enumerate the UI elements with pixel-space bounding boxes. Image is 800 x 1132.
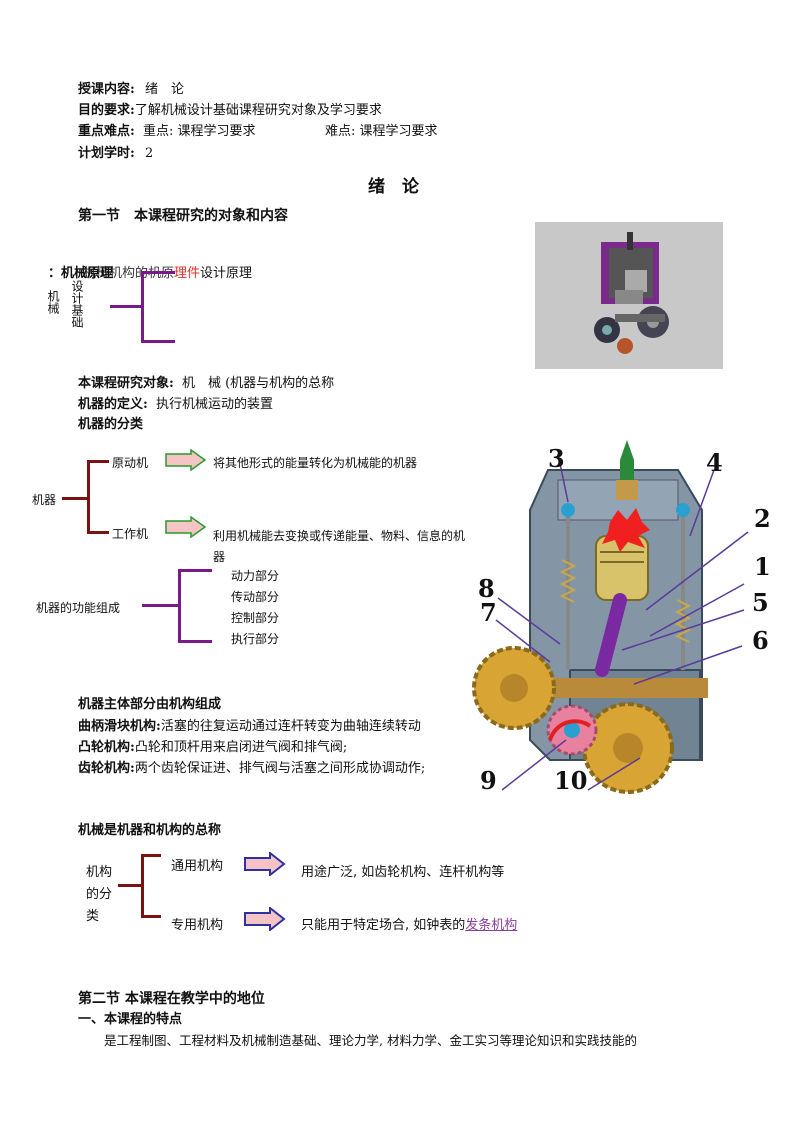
mech-bracket-top <box>141 854 161 857</box>
part-power: 动力部分 <box>231 569 280 583</box>
engine-label-3: 3 <box>548 444 565 473</box>
mechanism-label: 凸轮机构: <box>78 740 135 755</box>
bracket-top <box>141 271 175 274</box>
machine-def-row: 机器的定义: 执行机械运动的装置 <box>78 393 273 412</box>
mech-root-line-2: 的分 <box>86 887 113 902</box>
summary-line: 机械是机器和机构的总称 <box>78 823 222 838</box>
machine-def-label: 机器的定义: <box>78 397 148 412</box>
mechanism-text: 两个齿轮保证进、排气阀与活塞之间形成协调动作; <box>134 761 426 776</box>
goal-value: 了解机械设计基础课程研究对象及学习要求 <box>134 103 382 118</box>
mech-class-root: 机构 的分 类 <box>86 862 112 928</box>
engine-cutaway-image <box>535 222 723 369</box>
engine-label-8: 8 <box>478 574 495 603</box>
object-label: 本课程研究对象: <box>78 376 174 391</box>
hours-value: 2 <box>144 146 154 161</box>
garbled-suffix: 设计原理 <box>200 266 253 281</box>
mech-root-line-1: 机构 <box>86 865 113 880</box>
mechanism-row-cam: 凸轮机构:凸轮和顶杆用来启闭进气阀和排气阀; <box>78 736 347 755</box>
section1-heading: 第一节 本课程研究的对象和内容 <box>78 208 288 224</box>
bracket-stem <box>110 305 142 308</box>
garbled-line: ：机械原理机械机构的机原理件设计原理 <box>48 262 252 281</box>
machine-class-label: 机器的分类 <box>78 417 144 432</box>
content-value: 绪 论 <box>144 82 184 97</box>
header-goal-row: 目的要求:了解机械设计基础课程研究对象及学习要求 <box>78 99 382 118</box>
parts-bracket-stem <box>142 604 180 607</box>
bracket-bottom <box>141 340 175 343</box>
mechanism-text: 凸轮和顶杆用来启闭进气阀和排气阀; <box>134 740 348 755</box>
arrow-right-icon <box>165 449 207 471</box>
machine-def-value: 执行机械运动的装置 <box>155 397 273 412</box>
prime-mover-name: 原动机 <box>112 456 149 470</box>
section2-sub: 一、本课程的特点 <box>78 1012 183 1027</box>
engine-label-2: 2 <box>754 504 771 533</box>
left-vertical-mechanical: 机械 <box>46 290 60 314</box>
engine-label-4: 4 <box>706 448 723 477</box>
engine-label-5: 5 <box>752 588 769 617</box>
mech-root-line-3: 类 <box>86 909 100 924</box>
parts-bracket-top <box>178 569 212 572</box>
difficult-value: 难点: 课程学习要求 <box>325 124 438 139</box>
engine-diagram-drawing <box>472 440 749 794</box>
page-title: 绪 论 <box>368 177 419 197</box>
machine-root: 机器 <box>32 493 57 507</box>
mech-bracket-stem <box>118 884 142 887</box>
machine-bracket-stem <box>62 497 88 500</box>
arrow-right-icon <box>165 516 207 538</box>
engine-cutaway-drawing <box>594 232 669 354</box>
mech-bracket-vertical <box>141 854 144 918</box>
special-mechanism-desc: 只能用于特定场合, 如钟表的发条机构 <box>301 914 517 933</box>
part-control: 控制部分 <box>231 611 280 625</box>
mechanism-text: 活塞的往复运动通过连杆转变为曲轴连续转动 <box>160 719 421 734</box>
engine-label-9: 9 <box>480 766 497 795</box>
section2-heading: 第二节 本课程在教学中的地位 <box>78 991 265 1007</box>
engine-label-10: 10 <box>554 766 588 795</box>
mechanism-label: 曲柄滑块机构: <box>78 719 161 734</box>
content-label: 授课内容: <box>78 82 135 97</box>
section2-paragraph: 是工程制图、工程材料及机械制造基础、理论力学, 材料力学、金工实习等理论知识和实… <box>104 1033 637 1048</box>
engine-label-6: 6 <box>752 626 769 655</box>
mechanism-label: 齿轮机构: <box>78 761 135 776</box>
mech-bracket-bottom <box>141 915 161 918</box>
parts-bracket-bottom <box>178 640 212 643</box>
engine-label-1: 1 <box>754 552 771 581</box>
object-value: 机 械 (机器与机构的总称 <box>181 376 335 391</box>
engine-diagram: 3 4 2 1 8 5 7 6 9 10 <box>470 440 790 800</box>
clock-spring-link[interactable]: 发条机构 <box>465 918 518 933</box>
key-value: 重点: 课程学习要求 <box>142 124 256 139</box>
arrow-right-icon <box>244 852 286 876</box>
header-key-row: 重点难点: 重点: 课程学习要求 <box>78 120 255 139</box>
machine-bracket-vertical <box>87 460 90 534</box>
object-row: 本课程研究对象: 机 械 (机器与机构的总称 <box>78 372 334 391</box>
special-desc-prefix: 只能用于特定场合, 如钟表的 <box>301 918 466 933</box>
engine-label-7: 7 <box>480 598 497 627</box>
machine-bracket-bottom <box>87 531 109 534</box>
garbled-middle: 机械机构的机原 <box>83 266 175 281</box>
key-label: 重点难点: <box>78 124 135 139</box>
header-hours-row: 计划学时: 2 <box>78 142 153 161</box>
hours-label: 计划学时: <box>78 146 135 161</box>
part-execution: 执行部分 <box>231 632 280 646</box>
working-machine-name: 工作机 <box>112 527 149 541</box>
goal-label: 目的要求: <box>78 103 135 118</box>
arrow-right-icon <box>244 907 286 931</box>
garbled-prefix: ：机械原理 <box>48 266 114 281</box>
working-machine-desc-2: 器 <box>213 550 226 564</box>
machine-bracket-top <box>87 460 109 463</box>
mechanism-row-gear: 齿轮机构:两个齿轮保证进、排气阀与活塞之间形成协调动作; <box>78 757 425 776</box>
mechanism-row-slider-crank: 曲柄滑块机构:活塞的往复运动通过连杆转变为曲轴连续转动 <box>78 715 421 734</box>
machine-parts-root: 机器的功能组成 <box>36 601 121 615</box>
header-content-row: 授课内容: 绪 论 <box>78 78 184 97</box>
general-mechanism-name: 通用机构 <box>171 859 224 874</box>
prime-mover-desc: 将其他形式的能量转化为机械能的机器 <box>213 456 418 470</box>
working-machine-desc-1: 利用机械能去变换或传递能量、物料、信息的机 <box>213 529 466 543</box>
part-transmission: 传动部分 <box>231 590 280 604</box>
garbled-red: 理件 <box>174 266 201 281</box>
general-mechanism-desc: 用途广泛, 如齿轮机构、连杆机构等 <box>301 865 505 880</box>
mechanisms-heading: 机器主体部分由机构组成 <box>78 697 222 712</box>
parts-bracket-vertical <box>178 569 181 643</box>
left-vertical-design-basis: 设计基础 <box>70 280 84 328</box>
special-mechanism-name: 专用机构 <box>171 918 224 933</box>
bracket-vertical <box>141 271 144 342</box>
